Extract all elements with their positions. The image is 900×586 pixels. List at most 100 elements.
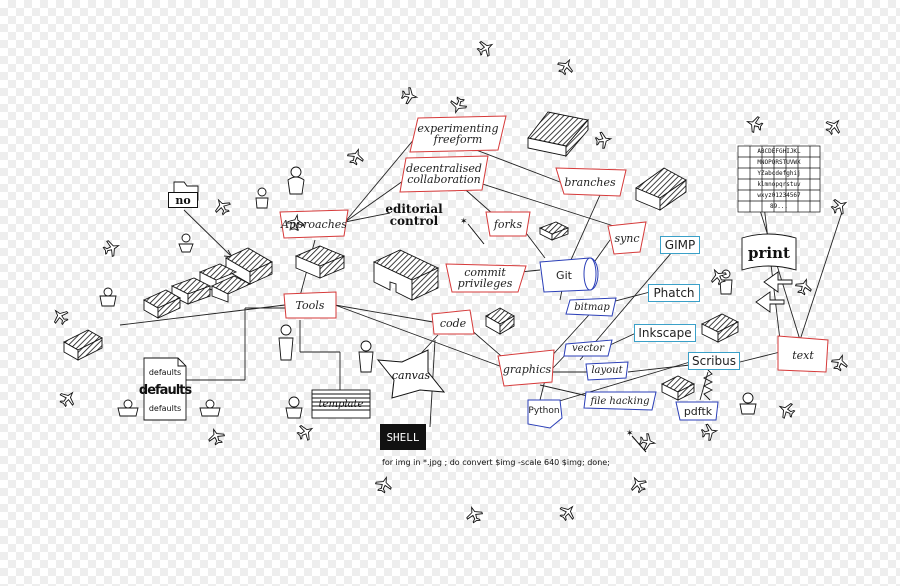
defaults-document	[143, 357, 187, 421]
node-text[interactable]: text	[780, 340, 826, 370]
node-python[interactable]: Python	[528, 402, 560, 420]
node-bitmap[interactable]: bitmap	[570, 299, 614, 315]
node-canvas[interactable]: canvas	[386, 362, 436, 388]
block-small-mid	[538, 221, 570, 241]
node-template[interactable]: template	[312, 396, 370, 412]
block-bottom-right	[660, 375, 696, 401]
node-shell[interactable]: SHELL	[380, 424, 426, 450]
node-vector[interactable]: vector	[566, 341, 610, 356]
font-specimen-grid	[737, 145, 821, 213]
specimen-row: MNOPQRSTUVWX	[757, 158, 801, 166]
node-label: graphics	[502, 362, 552, 376]
defaults-small-label: defaults	[144, 402, 186, 414]
node-pdftk[interactable]: pdftk	[678, 403, 718, 419]
node-label: Git	[556, 268, 572, 282]
node-label: template	[318, 398, 364, 410]
label-text: defaults	[148, 367, 182, 377]
node-label: SHELL	[386, 430, 420, 444]
person-figure	[285, 396, 303, 419]
node-experimenting-freeform[interactable]: experimenting freeform	[412, 118, 504, 150]
node-label: Inkscape	[638, 326, 692, 340]
node-label: print	[748, 244, 790, 262]
node-label: bitmap	[574, 301, 610, 313]
node-label: vector	[572, 343, 604, 354]
label-text: defaults	[148, 403, 182, 413]
svg-text:✶: ✶	[460, 217, 468, 227]
person-figure	[99, 287, 117, 307]
node-decentralised-collaboration[interactable]: decentralised collaboration	[402, 158, 486, 190]
node-label: Approaches	[281, 217, 347, 231]
node-scribus[interactable]: Scribus	[688, 352, 740, 370]
node-label: layout	[591, 365, 623, 376]
node-file-hacking[interactable]: file hacking	[586, 393, 654, 409]
node-print[interactable]: print	[742, 238, 796, 268]
node-editorial-control[interactable]: editorial control	[384, 198, 444, 232]
svg-text:✶: ✶	[626, 429, 634, 439]
node-label: experimenting freeform	[417, 122, 499, 146]
node-graphics[interactable]: graphics	[502, 354, 552, 384]
node-tools[interactable]: Tools	[286, 293, 334, 317]
node-no[interactable]: no	[168, 192, 198, 208]
person-figure	[117, 399, 139, 417]
block-right-small	[700, 313, 740, 343]
node-label: editorial control	[385, 202, 443, 228]
node-label: pdftk	[683, 404, 713, 418]
node-label: forks	[493, 217, 523, 231]
node-label: GIMP	[664, 238, 696, 252]
red-node-outlines	[279, 115, 829, 387]
command-text: for img in *.jpg ; do convert $img -scal…	[382, 457, 610, 467]
node-branches[interactable]: branches	[558, 170, 622, 194]
specimen-row: YZabcdefghij	[757, 169, 801, 177]
block-left-small	[63, 329, 103, 361]
node-commit-privileges[interactable]: commit privileges	[448, 265, 522, 291]
defaults-small-label: defaults	[144, 366, 186, 378]
defaults-large-label: defaults	[139, 380, 192, 400]
specimen-row: wxyz01234567	[757, 191, 801, 199]
node-label: Scribus	[692, 354, 736, 368]
person-figure	[199, 399, 221, 417]
person-figure	[358, 340, 374, 373]
node-forks[interactable]: forks	[488, 212, 528, 236]
node-inkscape[interactable]: Inkscape	[634, 324, 696, 342]
specimen-row: 89...	[769, 202, 789, 210]
node-label: Tools	[295, 298, 325, 312]
node-label: code	[439, 316, 467, 330]
node-sync[interactable]: sync	[610, 224, 644, 252]
person-figure	[287, 166, 305, 195]
person-figure	[278, 324, 294, 361]
node-label: canvas	[391, 368, 431, 382]
node-label: sync	[614, 231, 640, 245]
node-gimp[interactable]: GIMP	[660, 236, 700, 254]
people-figures	[99, 166, 757, 419]
node-phatch[interactable]: Phatch	[648, 284, 700, 302]
specimen-row: ABCDEFGHIJKL	[757, 147, 801, 155]
node-label: commit privileges	[457, 266, 513, 290]
specimen-row: klmnopqrstuv	[757, 180, 801, 188]
block-stair	[143, 247, 273, 319]
node-layout[interactable]: layout	[588, 363, 626, 378]
shell-box	[380, 424, 426, 450]
hatched-blocks	[63, 111, 740, 401]
node-label: branches	[564, 175, 616, 189]
label-text: defaults	[138, 382, 192, 398]
node-label: Python	[528, 406, 560, 416]
person-figure	[255, 187, 269, 209]
node-code[interactable]: code	[434, 312, 472, 334]
block-center	[294, 245, 346, 279]
shell-command: for img in *.jpg ; do convert $img -scal…	[382, 455, 660, 469]
block-arch	[372, 249, 440, 301]
node-git[interactable]: Git	[542, 262, 586, 288]
template-stack	[311, 389, 371, 419]
node-label: text	[792, 348, 814, 362]
node-label: no	[175, 193, 191, 207]
person-figure	[178, 233, 194, 253]
node-label: Phatch	[653, 286, 695, 300]
block-house-right	[635, 167, 687, 211]
canvas-shape	[376, 349, 446, 399]
node-approaches[interactable]: Approaches	[281, 212, 347, 236]
node-label: file hacking	[590, 395, 650, 407]
scribus-spring	[702, 369, 714, 401]
